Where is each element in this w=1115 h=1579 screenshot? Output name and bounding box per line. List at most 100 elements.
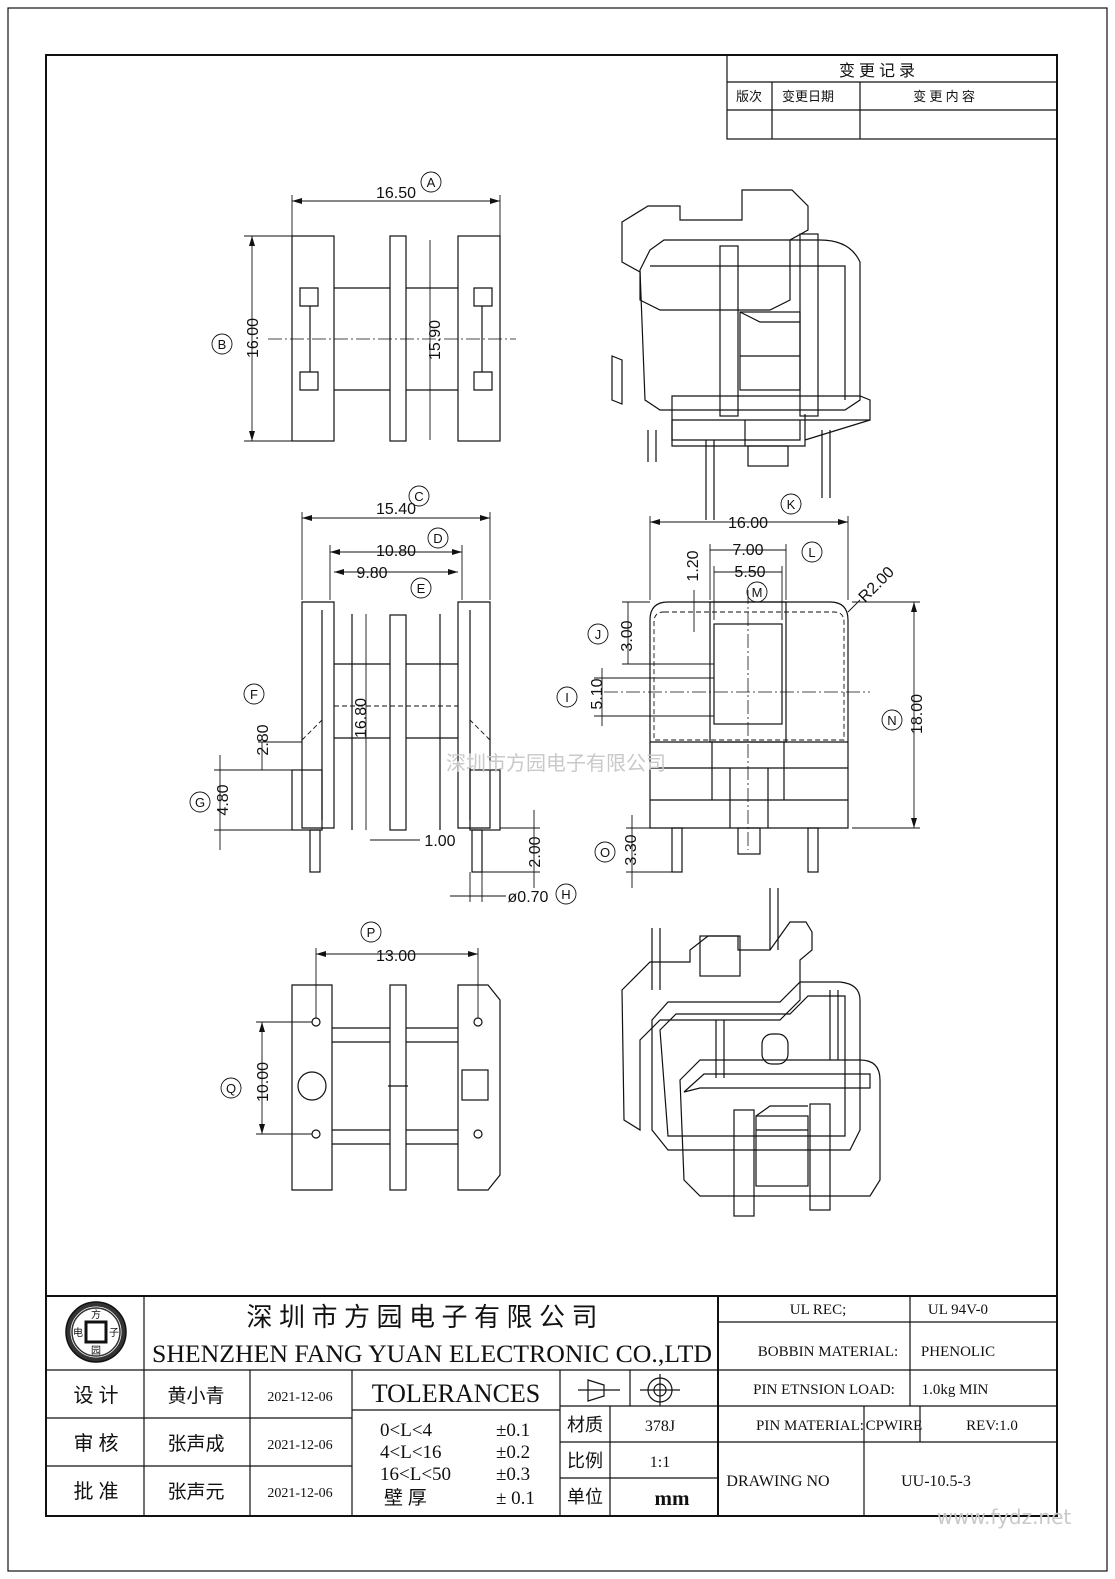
isometric-view-top — [611, 189, 871, 520]
company-logo: 方 电 子 园 — [65, 1301, 127, 1363]
dim-l-value: 7.00 — [732, 542, 763, 559]
dim-e-label: E — [417, 581, 426, 596]
material-value: 378J — [645, 1418, 675, 1435]
dim-i-value: 5.10 — [589, 678, 606, 709]
revision-header-date: 变更日期 — [782, 89, 834, 104]
dim-e-value: 9.80 — [356, 565, 387, 582]
tolerance-value-4: ± 0.1 — [496, 1488, 535, 1509]
drawing-no-label: DRAWING NO — [726, 1473, 829, 1490]
logo-char-right: 子 — [109, 1327, 119, 1339]
bottom-view-dimensions: 13.00 P 10.00 Q — [220, 921, 479, 1135]
tolerance-range-1: 0<L<4 — [380, 1420, 433, 1441]
bobbin-material-value: PHENOLIC — [921, 1344, 995, 1360]
logo-char-bottom: 园 — [91, 1345, 101, 1357]
dim-l2-value: 1.20 — [685, 550, 702, 581]
dim-i-label: I — [565, 690, 569, 705]
dim-o-label: O — [600, 845, 610, 860]
dim-w-value: 1.00 — [424, 833, 455, 850]
dim-h-value: ø0.70 — [508, 889, 549, 906]
top-view-dimensions: 16.50 A 16.00 B 15.90 — [211, 171, 501, 442]
pin-load-value: 1.0kg MIN — [922, 1382, 989, 1398]
logo-char-top: 方 — [91, 1308, 101, 1321]
dim-c2-value: 16.80 — [353, 698, 370, 738]
dim-c-value: 15.40 — [376, 501, 416, 518]
revision-title: 变 更 记 录 — [839, 62, 915, 80]
scale-value: 1:1 — [650, 1454, 670, 1471]
material-block: 材质 378J 比例 1:1 单位 mm — [567, 1415, 690, 1510]
dim-f-label: F — [250, 687, 258, 702]
dim-b2-value: 15.90 — [427, 320, 444, 360]
bobbin-material-label: BOBBIN MATERIAL: — [758, 1344, 898, 1360]
scale-label: 比例 — [567, 1451, 603, 1471]
tolerance-range-3: 16<L<50 — [380, 1464, 451, 1485]
tolerance-value-3: ±0.3 — [496, 1464, 530, 1485]
pin-material-value: CPWIRE — [866, 1418, 923, 1434]
tolerances-title: TOLERANCES — [372, 1379, 541, 1408]
outer-frame — [7, 7, 1108, 1572]
approval-date-approve: 2021-12-06 — [267, 1486, 332, 1501]
dim-g-label: G — [195, 795, 205, 810]
watermark: 深圳市方园电子有限公司 — [446, 751, 666, 775]
drawing-no-value: UU-10.5-3 — [901, 1473, 971, 1490]
side-view-dimensions: 15.40 C 10.80 D 9.80 E F 2.80 G 4.80 16.… — [189, 485, 577, 906]
company-name-en: SHENZHEN FANG YUAN ELECTRONIC CO.,LTD — [152, 1341, 712, 1368]
front-view-dimensions: 16.00 K 7.00 L 5.50 M 1.20 R2.00 J 3.00 … — [556, 493, 926, 888]
dim-q-value: 10.00 — [255, 1062, 272, 1102]
tolerance-range-2: 4<L<16 — [380, 1442, 442, 1463]
dim-a-label: A — [427, 175, 436, 190]
tolerances: TOLERANCES 0<L<4 ±0.1 4<L<16 ±0.2 16<L<5… — [372, 1379, 541, 1509]
top-view — [268, 235, 516, 442]
spec-block: UL REC; UL 94V-0 BOBBIN MATERIAL: PHENOL… — [726, 1302, 1017, 1490]
inner-frame — [45, 54, 1058, 1517]
material-label: 材质 — [567, 1415, 603, 1435]
dim-n-value: 18.00 — [909, 694, 926, 734]
revision-value: REV:1.0 — [966, 1418, 1018, 1434]
logo-char-left: 电 — [73, 1326, 83, 1339]
approval-date-design: 2021-12-06 — [267, 1390, 332, 1405]
footer-url: www.fydz.net — [937, 1505, 1072, 1529]
dim-o-value: 3.30 — [623, 834, 640, 865]
pin-load-label: PIN ETNSION LOAD: — [753, 1382, 895, 1398]
dim-k-label: K — [787, 497, 796, 512]
dim-n-label: N — [887, 713, 896, 728]
dim-b-value: 16.00 — [245, 318, 262, 358]
projection-symbol-icon — [578, 1374, 680, 1406]
dim-p-label: P — [367, 925, 376, 940]
dim-l-label: L — [808, 545, 815, 560]
title-block — [46, 1295, 1057, 1516]
tolerance-value-2: ±0.2 — [496, 1442, 530, 1463]
dim-c-label: C — [414, 489, 423, 504]
approval-role-design: 设 计 — [74, 1384, 119, 1407]
side-view — [291, 601, 501, 873]
dim-h-label: H — [561, 887, 570, 902]
dim-d-label: D — [433, 531, 442, 546]
pin-material-label: PIN MATERIAL: — [756, 1418, 864, 1434]
front-view — [604, 590, 870, 873]
dim-f-value: 2.80 — [255, 724, 272, 755]
ul-rec-value: UL 94V-0 — [928, 1302, 988, 1318]
approval-name-review: 张声成 — [167, 1433, 224, 1455]
dim-g-value: 4.80 — [215, 784, 232, 815]
company-name-cn: 深 圳 市 方 园 电 子 有 限 公 司 — [246, 1303, 597, 1332]
approval-date-review: 2021-12-06 — [267, 1438, 332, 1453]
dim-j-value: 3.00 — [619, 620, 636, 651]
tolerance-range-4: 壁 厚 — [384, 1487, 427, 1509]
unit-value: mm — [655, 1486, 690, 1510]
approval-name-approve: 张声元 — [167, 1481, 224, 1503]
dim-h2-value: 2.00 — [527, 836, 544, 867]
bottom-view — [291, 984, 501, 1191]
dim-m-value: 5.50 — [734, 564, 765, 581]
ul-rec-label: UL REC; — [790, 1302, 847, 1318]
approvals: 设 计 黄小青 2021-12-06 审 核 张声成 2021-12-06 批 … — [74, 1384, 333, 1503]
unit-label: 单位 — [567, 1487, 603, 1507]
dim-m-label: M — [752, 585, 763, 600]
approval-role-review: 审 核 — [74, 1432, 119, 1455]
tolerance-value-1: ±0.1 — [496, 1420, 530, 1441]
dim-q-label: Q — [226, 1081, 236, 1096]
dim-k-value: 16.00 — [728, 515, 768, 532]
approval-role-approve: 批 准 — [74, 1480, 119, 1503]
dim-j-label: J — [595, 627, 602, 642]
dim-a-value: 16.50 — [376, 185, 416, 202]
